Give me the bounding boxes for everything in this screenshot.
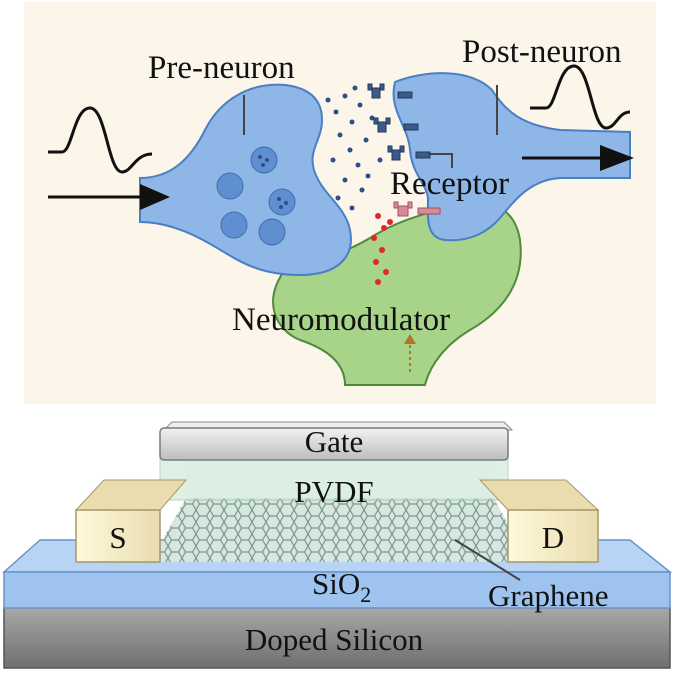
receptor-leader [428, 153, 453, 168]
pre-neuron-cell [139, 83, 352, 277]
output-spike-waveform [530, 64, 631, 130]
graphene-leader [454, 539, 521, 581]
input-spike-waveform [48, 106, 153, 174]
release-arrowhead [404, 334, 416, 344]
doped-silicon-substrate [3, 605, 671, 669]
post-neuron-cell [392, 72, 631, 242]
synaptic-vesicles [216, 146, 296, 246]
neurotransmitters [325, 85, 383, 211]
source-electrode [75, 509, 161, 563]
doped-silicon-label: Doped Silicon [245, 622, 424, 657]
source-label: S [109, 520, 126, 555]
neuromodulator-label: Neuromodulator [232, 302, 450, 338]
glia-cell [272, 201, 522, 386]
graphene-label: Graphene [488, 578, 609, 613]
gate-electrode [159, 427, 509, 461]
gate-label: Gate [305, 424, 364, 459]
modulator-receptor [393, 201, 441, 217]
sio2-label: SiO2 [312, 566, 371, 607]
pvdf-layer-back [186, 460, 494, 498]
post-neuron-label: Post-neuron [462, 34, 622, 70]
neuromodulator-molecules [371, 213, 393, 285]
pvdf-label: PVDF [294, 474, 373, 509]
source-electrode-top [74, 479, 188, 511]
receptors [367, 83, 431, 161]
sio2-label-base: SiO [312, 566, 360, 601]
vesicle-contents [258, 155, 288, 209]
input-arrowhead [140, 184, 170, 210]
output-arrowhead [600, 145, 634, 171]
graphene-lattice [150, 498, 528, 562]
sio2-layer [3, 571, 671, 609]
sio2-label-subscript: 2 [360, 582, 371, 607]
drain-label: D [542, 520, 564, 555]
drain-electrode [507, 509, 599, 563]
receptor-label: Receptor [390, 166, 509, 202]
pre-neuron-label: Pre-neuron [148, 50, 295, 86]
